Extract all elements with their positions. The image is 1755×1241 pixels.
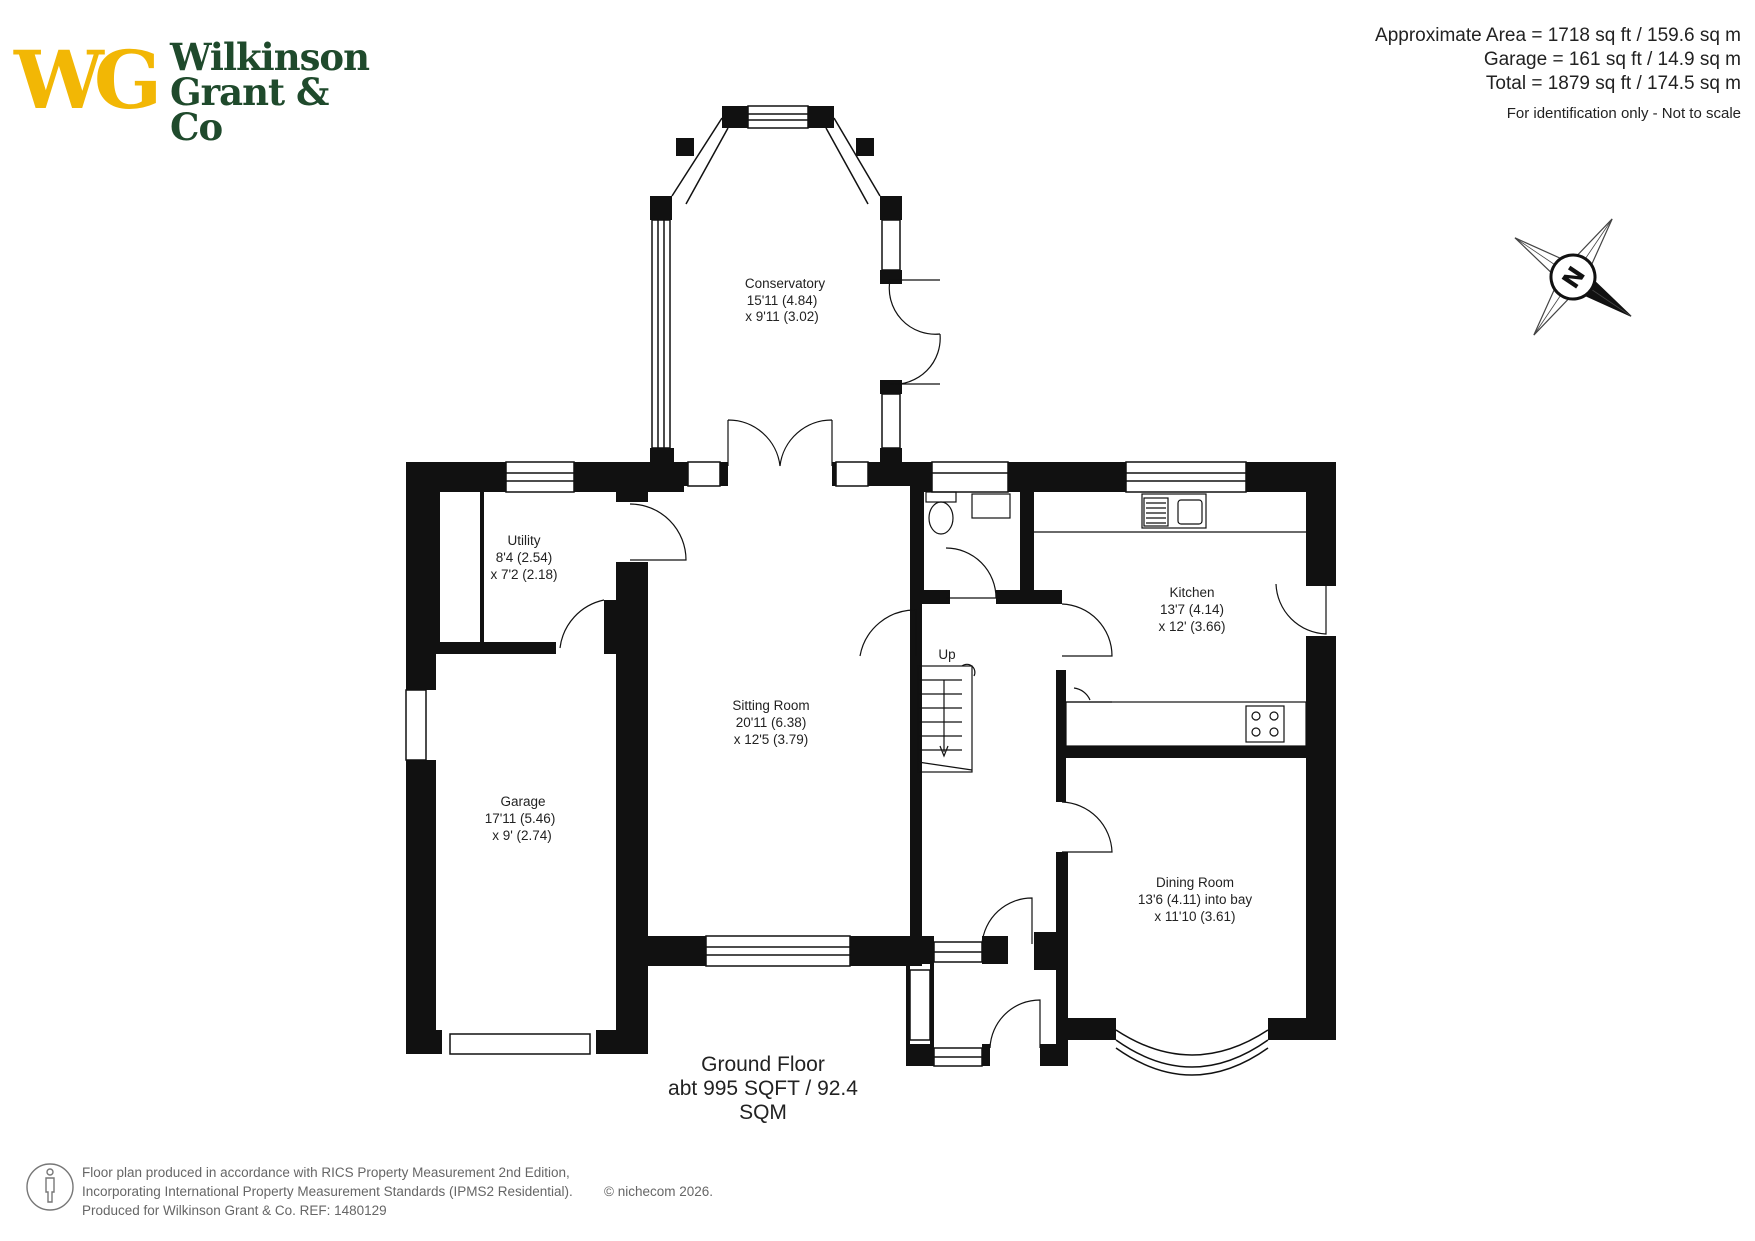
logo-name: Wilkinson Grant & Co — [170, 35, 374, 149]
doors — [559, 279, 1327, 1049]
utility-dim1: 8'4 (2.54) — [496, 550, 553, 565]
garage-dim1: 17'11 (5.46) — [485, 811, 556, 826]
conservatory-name: Conservatory — [745, 276, 826, 291]
floor-title: Ground Floor abt 995 SQFT / 92.4 SQM — [643, 1053, 883, 1125]
staircase — [917, 663, 976, 773]
footer-copyright: © nichecom 2026. — [604, 1184, 714, 1199]
bay-window — [1115, 1029, 1269, 1076]
garage-dim2: x 9' (2.74) — [492, 828, 552, 843]
utility-dim2: x 7'2 (2.18) — [490, 567, 557, 582]
sitting-room-dim2: x 12'5 (3.79) — [734, 732, 809, 747]
company-logo: WG Wilkinson Grant & Co — [14, 36, 374, 146]
kitchen-dim1: 13'7 (4.14) — [1160, 602, 1224, 617]
conservatory-dim1: 15'11 (4.84) — [747, 293, 818, 308]
kitchen-name: Kitchen — [1169, 585, 1214, 600]
logo-name-line2: Grant & Co — [170, 70, 329, 149]
floor-area: abt 995 SQFT / 92.4 SQM — [668, 1077, 858, 1124]
scale-note: For identification only - Not to scale — [1506, 105, 1741, 122]
approximate-area: Approximate Area = 1718 sq ft / 159.6 sq… — [1375, 25, 1741, 46]
footer-line1: Floor plan produced in accordance with R… — [82, 1165, 570, 1180]
sitting-room-dim1: 20'11 (6.38) — [736, 715, 807, 730]
total-area: Total = 1879 sq ft / 174.5 sq m — [1485, 73, 1741, 94]
room-labels: Conservatory 15'11 (4.84) x 9'11 (3.02) … — [485, 276, 1253, 924]
person-icon — [26, 1163, 74, 1211]
fixtures — [925, 491, 1307, 747]
footer-line3: Produced for Wilkinson Grant & Co. REF: … — [82, 1203, 387, 1218]
logo-name-line1: Wilkinson — [170, 35, 370, 79]
garage-area: Garage = 161 sq ft / 14.9 sq m — [1483, 49, 1741, 70]
stairs-label: Up — [938, 647, 955, 662]
kitchen-dim2: x 12' (3.66) — [1158, 619, 1225, 634]
footer-disclaimer: Floor plan produced in accordance with R… — [82, 1163, 573, 1220]
dining-room-dim2: x 11'10 (3.61) — [1154, 909, 1235, 924]
logo-monogram: WG — [14, 33, 162, 127]
windows — [405, 105, 1247, 1067]
dining-room-name: Dining Room — [1156, 875, 1234, 890]
conservatory-dim2: x 9'11 (3.02) — [745, 309, 819, 324]
floor-name: Ground Floor — [701, 1053, 825, 1076]
footer-line2: Incorporating International Property Mea… — [82, 1184, 573, 1199]
compass-icon — [1514, 218, 1632, 336]
sitting-room-name: Sitting Room — [732, 698, 809, 713]
area-summary: Approximate Area = 1718 sq ft / 159.6 sq… — [1375, 24, 1741, 126]
dining-room-dim1: 13'6 (4.11) into bay — [1138, 892, 1252, 907]
utility-name: Utility — [508, 533, 541, 548]
garage-name: Garage — [500, 794, 545, 809]
